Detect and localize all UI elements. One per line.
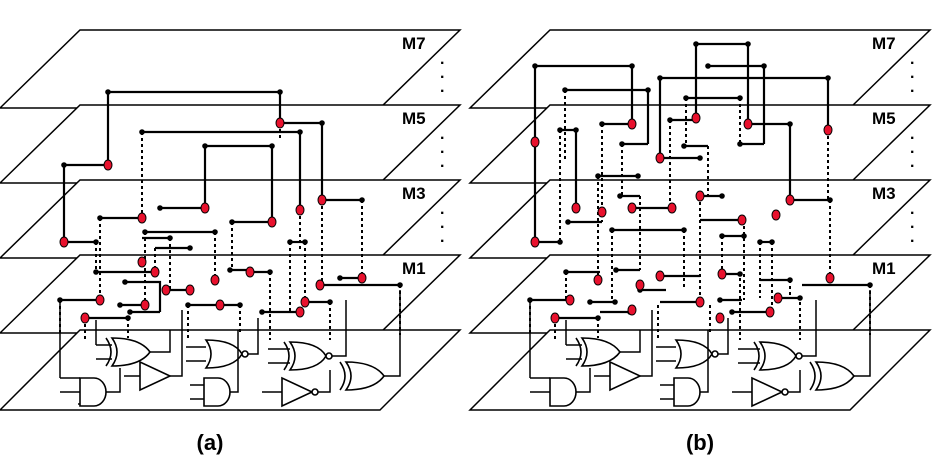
red-vias-a	[59, 117, 367, 324]
layer-label-m3: M3	[402, 184, 426, 203]
svg-text:.: .	[910, 51, 914, 68]
panel-a: M7 M5 M3 M1 . . . . . . . . .	[0, 29, 462, 455]
plane-m1	[0, 254, 462, 334]
svg-text:.: .	[440, 229, 444, 246]
svg-text:.: .	[910, 229, 914, 246]
connection-dots-b	[527, 41, 873, 321]
plane-substrate	[468, 329, 932, 411]
layer-label-m3: M3	[872, 184, 896, 203]
gate-wiring	[59, 290, 401, 405]
svg-text:.: .	[440, 126, 444, 143]
logic-gates	[549, 337, 855, 408]
ellipsis-dots: . . . . . . . . .	[910, 51, 914, 246]
layer-label-m7: M7	[872, 34, 896, 53]
layer-label-m1: M1	[402, 259, 426, 278]
svg-text:.: .	[440, 154, 444, 171]
svg-text:.: .	[440, 79, 444, 96]
svg-text:.: .	[440, 201, 444, 218]
svg-text:.: .	[440, 65, 444, 82]
svg-text:.: .	[440, 140, 444, 157]
svg-text:.: .	[910, 65, 914, 82]
svg-text:.: .	[910, 215, 914, 232]
svg-text:.: .	[440, 51, 444, 68]
svg-text:.: .	[910, 201, 914, 218]
svg-text:.: .	[440, 215, 444, 232]
red-vias-b	[530, 112, 835, 324]
svg-text:.: .	[910, 154, 914, 171]
plane-m7	[0, 29, 462, 109]
logic-gates	[79, 337, 385, 408]
panel-b-caption: (b)	[686, 430, 714, 455]
ellipsis-dots: . . . . . . . . .	[440, 51, 444, 246]
plane-m3	[0, 179, 462, 259]
panel-b: M7 M5 M3 M1 . . . . . . . . .	[468, 29, 932, 455]
dashed-vias-b	[529, 90, 871, 340]
plane-m5	[0, 104, 462, 184]
panel-a-caption: (a)	[197, 430, 224, 455]
svg-text:.: .	[910, 126, 914, 143]
plane-m7	[468, 29, 932, 109]
svg-text:.: .	[910, 140, 914, 157]
layer-label-m5: M5	[402, 109, 426, 128]
layer-label-m5: M5	[872, 109, 896, 128]
svg-text:.: .	[910, 79, 914, 96]
layer-label-m7: M7	[402, 34, 426, 53]
plane-substrate	[0, 329, 462, 411]
gate-wiring	[529, 290, 871, 400]
layer-label-m1: M1	[872, 259, 896, 278]
